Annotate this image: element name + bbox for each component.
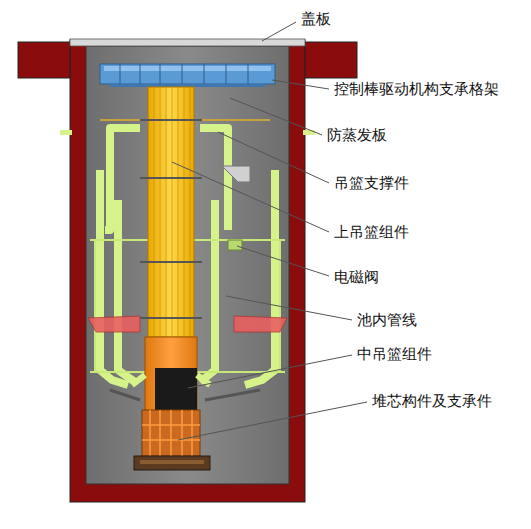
crdm-grid bbox=[100, 64, 275, 87]
pipe-stub bbox=[60, 130, 72, 135]
solenoid-valve bbox=[228, 240, 242, 250]
part-label: 盖板 bbox=[300, 10, 332, 28]
part-label: 电磁阀 bbox=[333, 268, 380, 286]
basket-support bbox=[222, 166, 250, 182]
cover-plate bbox=[70, 39, 305, 46]
part-label: 堆芯构件及支承件 bbox=[371, 392, 493, 410]
part-label: 控制棒驱动机构支承格架 bbox=[333, 80, 500, 98]
anti-evaporation-rods bbox=[100, 119, 270, 121]
pool-wall bbox=[18, 40, 357, 502]
middle-basket bbox=[132, 337, 210, 412]
part-label: 防蒸发板 bbox=[326, 126, 388, 144]
part-label: 吊篮支撑件 bbox=[333, 174, 410, 192]
part-label: 上吊篮组件 bbox=[333, 223, 410, 241]
part-label: 池内管线 bbox=[356, 311, 418, 329]
upper-basket bbox=[140, 87, 202, 337]
core-structure bbox=[110, 390, 260, 470]
pipe-stub bbox=[303, 130, 315, 135]
part-label: 中吊篮组件 bbox=[356, 345, 433, 363]
